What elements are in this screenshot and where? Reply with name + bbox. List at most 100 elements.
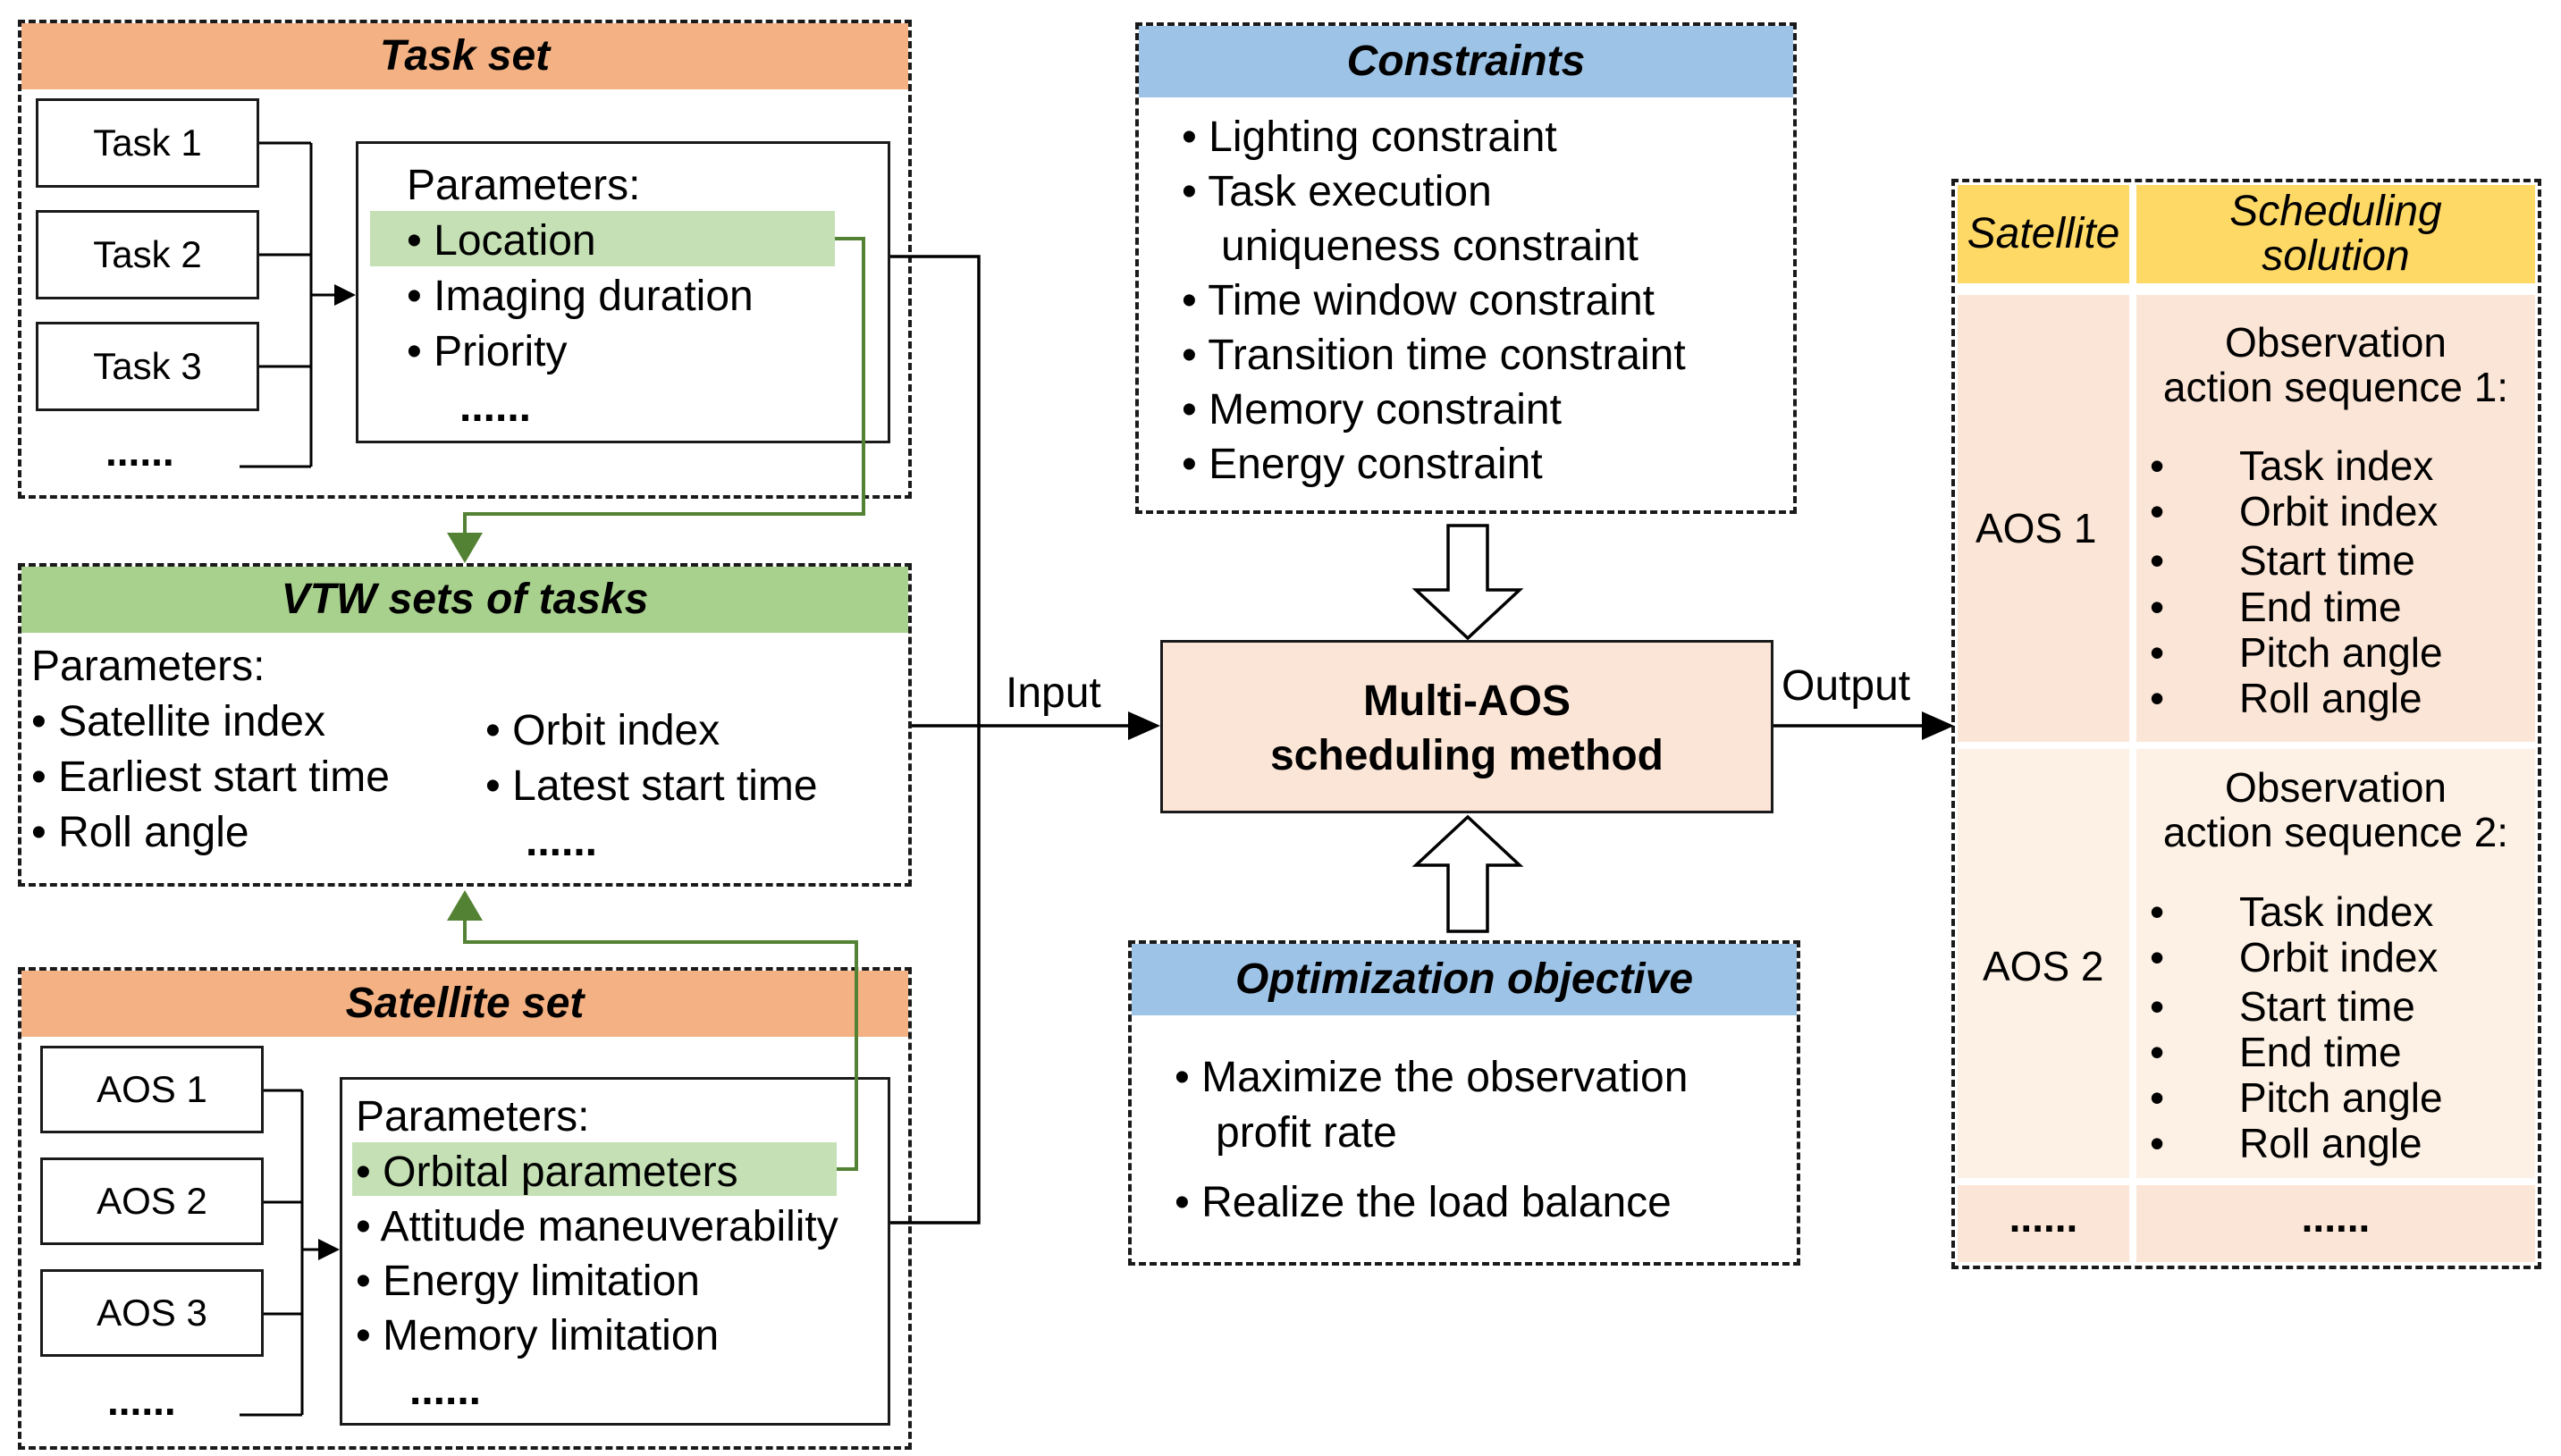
output-row2-end-time: End time <box>2239 1029 2402 1075</box>
aos-label: AOS 3 <box>97 1292 207 1334</box>
constraints-hollow-arrow <box>1411 524 1524 641</box>
output-row2-bullet-5: • <box>2150 1074 2165 1121</box>
aos-box-1: AOS 1 <box>40 1046 264 1133</box>
task-bracket <box>240 141 313 468</box>
satellite-set-title: Satellite set <box>21 971 908 1037</box>
objective-profit-rate: profit rate <box>1216 1109 1397 1157</box>
output-row1-bullet-5: • <box>2150 629 2165 676</box>
satellite-param-memory: • Memory limitation <box>356 1312 720 1359</box>
constraint-time-window: • Time window constraint <box>1182 277 1655 324</box>
input-label: Input <box>1006 669 1101 717</box>
output-aos-2: AOS 2 <box>1983 943 2104 989</box>
vtw-param-ellipsis: ...... <box>526 818 598 865</box>
vtw-param-latest-start: • Latest start time <box>485 762 818 810</box>
task-box-2: Task 2 <box>36 210 259 299</box>
task-param-ellipsis: ...... <box>459 383 532 431</box>
location-highlight <box>370 211 835 266</box>
output-seq1-line2: action sequence 1: <box>2162 364 2509 410</box>
output-row1-orbit-index: Orbit index <box>2239 488 2439 534</box>
output-seq1-line1: Observation <box>2224 319 2447 366</box>
satellite-param-energy: • Energy limitation <box>356 1258 700 1305</box>
output-row2-task-index: Task index <box>2239 888 2434 935</box>
output-aos-1: AOS 1 <box>1976 505 2097 551</box>
output-col-satellite: Satellite <box>1958 185 2129 283</box>
output-row1-solution <box>2136 295 2535 742</box>
output-row1-task-index: Task index <box>2239 442 2434 489</box>
task-box-3: Task 3 <box>36 322 259 411</box>
aos-label: AOS 2 <box>97 1180 207 1222</box>
output-row1-bullet-3: • <box>2150 537 2165 584</box>
constraint-task-execution: • Task execution <box>1182 168 1492 215</box>
aos-bracket-arrowhead <box>318 1239 340 1260</box>
output-row2-bullet-3: • <box>2150 983 2165 1030</box>
constraints-panel: Constraints <box>1135 22 1797 514</box>
orbital-parameters-highlight <box>352 1142 837 1196</box>
vtw-params-label: Parameters: <box>31 643 265 690</box>
vtw-panel: VTW sets of tasks <box>18 563 912 887</box>
constraint-transition-time: • Transition time constraint <box>1182 332 1686 379</box>
task-label: Task 3 <box>93 345 202 387</box>
constraint-lighting: • Lighting constraint <box>1182 114 1557 161</box>
output-row1-satellite <box>1958 295 2129 742</box>
output-row1-pitch-angle: Pitch angle <box>2239 629 2443 676</box>
output-arrowhead <box>1922 711 1954 740</box>
output-row2-start-time: Start time <box>2239 983 2415 1030</box>
output-row2-bullet-1: • <box>2150 888 2165 935</box>
output-row1-roll-angle: Roll angle <box>2239 675 2422 721</box>
constraint-energy: • Energy constraint <box>1182 441 1543 488</box>
satellite-param-attitude: • Attitude maneuverability <box>356 1203 838 1250</box>
objective-load-balance: • Realize the load balance <box>1175 1179 1672 1226</box>
output-row2-bullet-2: • <box>2150 934 2165 980</box>
satellite-param-orbital: • Orbital parameters <box>356 1149 738 1196</box>
task-bracket-arrowhead <box>334 284 356 306</box>
output-row1-bullet-1: • <box>2150 442 2165 489</box>
task-param-priority: • Priority <box>407 328 568 375</box>
task-label: Task 1 <box>93 122 202 164</box>
output-col-solution-line2: solution <box>2262 232 2410 280</box>
vtw-param-satellite-index: • Satellite index <box>31 698 325 745</box>
output-row1-bullet-6: • <box>2150 675 2165 721</box>
output-row1-start-time: Start time <box>2239 537 2415 584</box>
output-row2-bullet-6: • <box>2150 1120 2165 1166</box>
output-row1-bullet-2: • <box>2150 488 2165 534</box>
objective-maximize: • Maximize the observation <box>1175 1054 1689 1101</box>
vtw-title: VTW sets of tasks <box>21 567 908 633</box>
vtw-param-orbit-index: • Orbit index <box>485 707 720 754</box>
task-box-1: Task 1 <box>36 98 259 188</box>
output-seq2-line2: action sequence 2: <box>2162 809 2509 855</box>
output-row3-solution <box>2136 1185 2535 1262</box>
orbital-to-vtw-link <box>463 915 858 1171</box>
vtw-param-earliest-start: • Earliest start time <box>31 753 390 801</box>
aos-label: AOS 1 <box>97 1068 207 1110</box>
constraint-memory: • Memory constraint <box>1182 386 1562 433</box>
task-param-imaging-duration: • Imaging duration <box>407 273 754 320</box>
output-row2-satellite <box>1958 749 2129 1178</box>
satellite-params-box <box>340 1077 890 1426</box>
output-col-solution: Scheduling solution <box>2136 185 2535 283</box>
task-params-box <box>356 141 890 443</box>
output-row2-solution <box>2136 749 2535 1178</box>
output-col-satellite-label: Satellite <box>1967 210 2120 257</box>
method-line-2: scheduling method <box>1269 732 1664 779</box>
objective-hollow-arrow <box>1411 814 1524 933</box>
aos-box-3: AOS 3 <box>40 1269 264 1357</box>
output-row1-bullet-4: • <box>2150 584 2165 630</box>
aos-ellipsis: ...... <box>107 1377 176 1424</box>
location-link-arrowhead <box>447 533 483 563</box>
input-arrowhead <box>1128 711 1160 740</box>
satellite-param-ellipsis: ...... <box>409 1367 482 1414</box>
task-set-title: Task set <box>21 23 908 89</box>
output-label: Output <box>1782 662 1911 710</box>
task-params-label: Parameters: <box>407 162 641 209</box>
output-row2-orbit-index: Orbit index <box>2239 934 2439 980</box>
output-row2-bullet-4: • <box>2150 1029 2165 1075</box>
task-ellipsis: ...... <box>105 428 174 475</box>
output-row2-pitch-angle: Pitch angle <box>2239 1074 2443 1121</box>
method-line-1: Multi-AOS <box>1363 678 1571 725</box>
output-seq2-line1: Observation <box>2224 764 2447 811</box>
constraint-uniqueness: uniqueness constraint <box>1221 223 1639 270</box>
aos-box-2: AOS 2 <box>40 1157 264 1245</box>
output-row1-end-time: End time <box>2239 584 2402 630</box>
task-label: Task 2 <box>93 233 202 275</box>
